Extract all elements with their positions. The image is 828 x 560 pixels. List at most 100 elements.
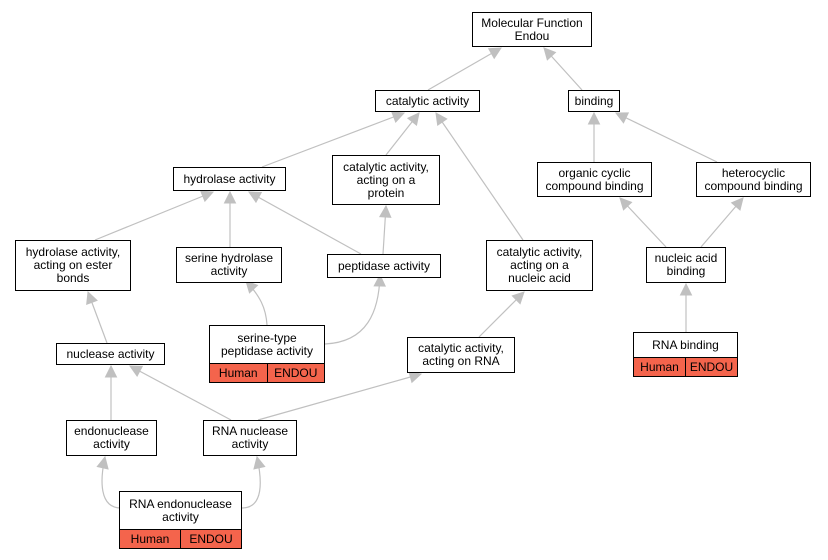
edge-line xyxy=(427,47,502,91)
edge-arrowhead xyxy=(391,111,406,123)
edge-arrowhead xyxy=(435,112,448,127)
edge-arrowhead xyxy=(730,197,744,211)
go-term-node-serine-hydrolase[interactable]: serine hydrolase activity xyxy=(176,247,282,283)
edge-line xyxy=(129,365,232,421)
edge-line xyxy=(324,274,381,345)
go-term-node-root[interactable]: Molecular Function Endou xyxy=(472,12,592,47)
edge-arrowhead xyxy=(406,112,420,126)
edge-rna_endonuclease-to-endonuclease xyxy=(96,455,122,509)
edge-arrowhead xyxy=(223,190,237,204)
go-term-label: RNA nuclease activity xyxy=(211,424,289,451)
edge-serine_peptidase-to-serine_hydrolase xyxy=(245,280,268,326)
go-term-node-hydrolase-ester[interactable]: hydrolase activity, acting on ester bond… xyxy=(15,240,131,291)
edge-catalytic-to-root xyxy=(427,47,502,91)
go-term-label: serine-type peptidase activity xyxy=(220,331,314,358)
edge-arrowhead xyxy=(373,273,386,287)
edge-cat_rna-to-cat_nucleic xyxy=(478,291,525,338)
edge-hydrolase_ester-to-hydrolase xyxy=(94,190,215,241)
go-term-node-cat-nucleic[interactable]: catalytic activity, acting on a nucleic … xyxy=(486,240,593,291)
edge-nucleic_binding-to-heterocyclic xyxy=(700,197,744,248)
go-term-label: endonuclease activity xyxy=(74,424,149,451)
edge-arrowhead xyxy=(129,365,144,377)
go-term-node-rna-nuclease[interactable]: RNA nuclease activity xyxy=(203,420,297,456)
go-term-node-binding[interactable]: binding xyxy=(568,90,620,112)
edge-endonuclease-to-nuclease xyxy=(104,364,118,420)
go-term-label: catalytic activity, acting on a protein xyxy=(343,159,429,200)
edge-arrowhead xyxy=(378,204,392,218)
edge-line xyxy=(261,112,405,168)
go-term-node-endonuclease[interactable]: endonuclease activity xyxy=(66,420,157,456)
species-tag: Human xyxy=(120,530,180,548)
edge-arrowhead xyxy=(511,291,525,305)
edge-heterocyclic-to-binding xyxy=(614,112,718,163)
edge-arrowhead xyxy=(248,191,263,204)
go-term-label: catalytic activity, acting on RNA xyxy=(418,341,504,368)
edge-line xyxy=(615,112,718,163)
edge-arrowhead xyxy=(408,371,423,384)
edge-arrowhead xyxy=(96,455,109,470)
go-term-node-catalytic[interactable]: catalytic activity xyxy=(375,90,480,112)
go-term-label: nucleic acid binding xyxy=(654,251,718,278)
edge-arrowhead xyxy=(245,280,259,294)
go-term-node-cat-protein[interactable]: catalytic activity, acting on a protein xyxy=(332,155,440,205)
edge-rna_binding-to-nucleic_binding xyxy=(679,282,693,332)
edge-serine_peptidase-to-peptidase xyxy=(324,273,386,345)
species-tag: Human xyxy=(210,364,267,382)
edge-arrowhead xyxy=(199,190,215,203)
go-term-label: peptidase activity xyxy=(337,258,431,273)
edge-rna_nuclease-to-nuclease xyxy=(129,365,232,421)
go-term-label: heterocyclic compound binding xyxy=(704,165,803,193)
edge-nucleic_binding-to-organic_cyclic xyxy=(619,197,667,248)
gene-tag: ENDOU xyxy=(180,530,241,548)
edge-arrowhead xyxy=(253,455,266,470)
go-term-label: organic cyclic compound binding xyxy=(545,165,644,193)
go-term-label: Molecular Function Endou xyxy=(481,15,583,43)
go-term-label: RNA endonuclease activity xyxy=(129,497,232,524)
edge-arrowhead xyxy=(543,47,557,61)
go-term-label: RNA binding xyxy=(652,338,719,352)
go-term-label: hydrolase activity xyxy=(183,171,276,186)
go-term-node-cat-rna[interactable]: catalytic activity, acting on RNA xyxy=(407,337,515,373)
go-term-label: serine hydrolase activity xyxy=(184,251,274,278)
edge-cat_nucleic-to-catalytic xyxy=(435,112,524,241)
edge-line xyxy=(94,191,214,241)
edge-binding-to-root xyxy=(543,47,583,91)
go-term-label: binding xyxy=(574,93,614,108)
go-term-label: nuclease activity xyxy=(66,346,155,361)
go-term-node-hydrolase[interactable]: hydrolase activity xyxy=(173,167,286,191)
edge-nuclease-to-hydrolase_ester xyxy=(86,290,108,344)
edge-cat_protein-to-catalytic xyxy=(385,112,420,156)
go-term-label: hydrolase activity, acting on ester bond… xyxy=(25,245,121,285)
go-term-label: catalytic activity, acting on a nucleic … xyxy=(496,245,583,285)
gene-tag: ENDOU xyxy=(685,358,737,376)
edge-arrowhead xyxy=(587,111,601,125)
species-tag: Human xyxy=(634,358,685,376)
go-term-label: catalytic activity xyxy=(385,93,470,108)
go-term-node-nuclease[interactable]: nuclease activity xyxy=(56,343,165,365)
go-term-node-heterocyclic[interactable]: heterocyclic compound binding xyxy=(696,162,811,197)
edge-arrowhead xyxy=(679,282,693,296)
go-term-node-organic-cyclic[interactable]: organic cyclic compound binding xyxy=(537,162,652,197)
edge-organic_cyclic-to-binding xyxy=(587,111,601,162)
edge-rna_endonuclease-to-rna_nuclease xyxy=(241,455,266,509)
edge-arrowhead xyxy=(86,290,98,305)
edge-serine_hydrolase-to-hydrolase xyxy=(223,190,237,247)
edge-line xyxy=(248,191,362,255)
go-term-node-nucleic-binding[interactable]: nucleic acid binding xyxy=(646,247,726,283)
gene-tag: ENDOU xyxy=(266,364,324,382)
edge-hydrolase-to-catalytic xyxy=(261,111,406,168)
edge-line xyxy=(257,373,422,421)
edge-arrowhead xyxy=(104,364,118,378)
edge-line xyxy=(435,112,524,241)
edge-peptidase-to-hydrolase xyxy=(248,191,362,255)
go-term-node-peptidase[interactable]: peptidase activity xyxy=(327,254,441,278)
edge-arrowhead xyxy=(487,47,502,60)
